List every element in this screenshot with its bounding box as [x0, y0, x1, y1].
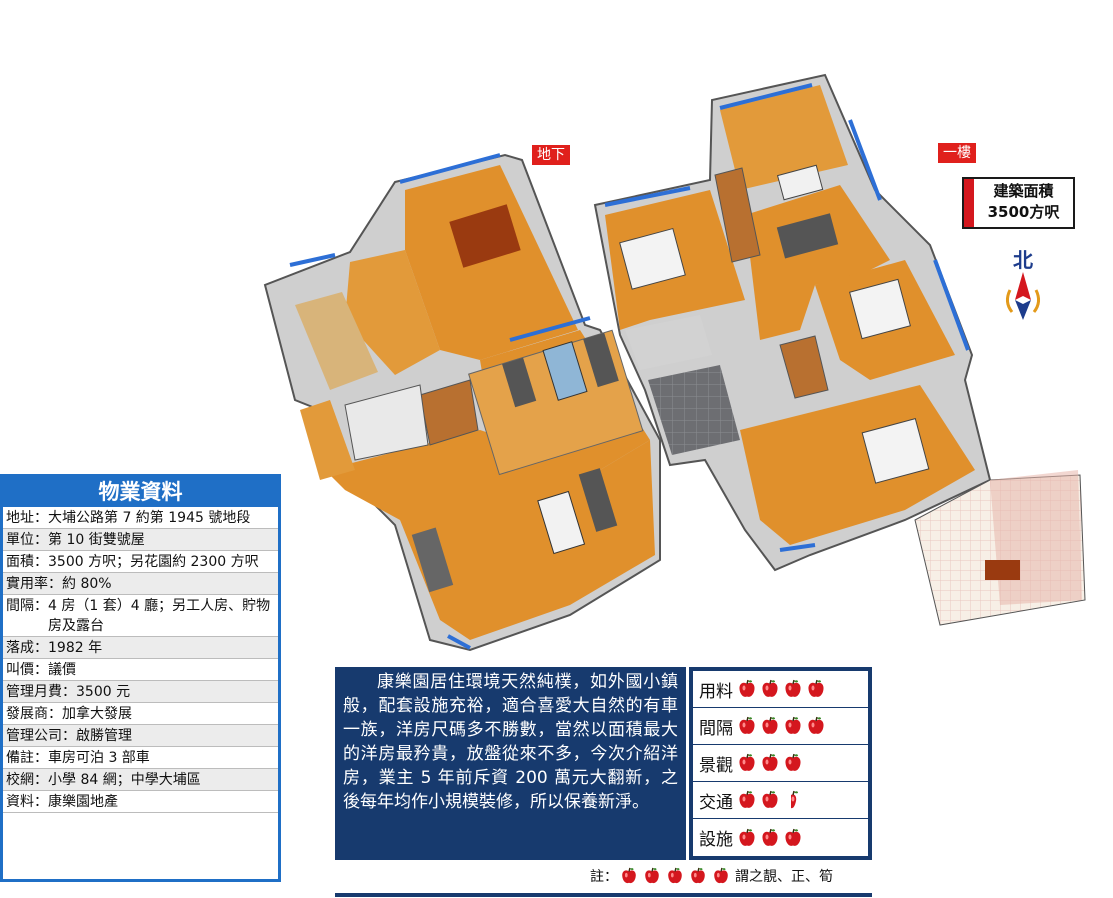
property-row: 地址：大埔公路第 7 約第 1945 號地段 [3, 507, 278, 529]
property-row-key: 間隔： [6, 598, 48, 614]
property-row: 面積：3500 方呎；另花園約 2300 方呎 [3, 551, 278, 573]
north-label: 北 [1013, 248, 1033, 272]
first-floor-plan [593, 73, 1086, 626]
ratings-panel: 用料間隔景觀交通設施 [689, 667, 872, 860]
apple-icon [691, 867, 705, 884]
property-row-key: 實用率： [6, 576, 62, 592]
apple-icon [622, 867, 636, 884]
rating-label: 交通 [699, 792, 733, 813]
rating-row: 用料 [693, 671, 868, 708]
rating-note: 註： 謂之靚、正、筍 [590, 866, 833, 886]
rating-apples [737, 716, 829, 736]
apple-icon [808, 679, 824, 697]
property-row: 管理月費：3500 元 [3, 681, 278, 703]
apple-icon [762, 790, 778, 808]
rating-apples [737, 753, 806, 773]
rating-label: 間隔 [699, 718, 733, 739]
apple-icon [785, 679, 801, 697]
property-row: 間隔：4 房（1 套）4 廳；另工人房、貯物房及露台 [3, 595, 278, 637]
rating-label: 用料 [699, 681, 733, 702]
property-row: 實用率：約 80% [3, 573, 278, 595]
rating-apples [737, 679, 829, 699]
rating-row: 間隔 [693, 708, 868, 745]
compass-arrow-icon [1005, 272, 1041, 320]
property-row-key: 叫價： [6, 662, 48, 678]
property-row-value: 第 10 街雙號屋 [48, 532, 145, 548]
description-panel: 康樂園居住環境天然純樸，如外國小鎮般，配套設施充裕，適合喜愛大自然的有車一族，洋… [335, 667, 686, 860]
north-compass: 北 [1000, 244, 1046, 324]
apple-icon [762, 753, 778, 771]
apple-icon [762, 828, 778, 846]
property-row-value: 加拿大發展 [62, 706, 132, 722]
apple-icon [791, 790, 798, 809]
property-row-value: 議價 [48, 662, 76, 678]
property-row-value: 啟勝管理 [76, 728, 132, 744]
apple-icon [762, 679, 778, 697]
rating-note-prefix: 註： [590, 869, 618, 885]
property-row-key: 單位： [6, 532, 48, 548]
apple-icon [668, 867, 682, 884]
property-row-value: 1982 年 [48, 640, 103, 656]
property-row: 落成：1982 年 [3, 637, 278, 659]
property-row: 備註：車房可泊 3 部車 [3, 747, 278, 769]
property-row: 校網：小學 84 網；中學大埔區 [3, 769, 278, 791]
rating-row: 設施 [693, 819, 868, 856]
property-row: 發展商：加拿大發展 [3, 703, 278, 725]
area-box-accent [964, 179, 974, 227]
apple-icon [739, 753, 755, 771]
rating-apples [737, 790, 806, 810]
apple-icon [785, 716, 801, 734]
property-row-key: 發展商： [6, 706, 62, 722]
property-row: 叫價：議價 [3, 659, 278, 681]
property-row-value: 大埔公路第 7 約第 1945 號地段 [48, 510, 251, 526]
rating-note-apples [620, 867, 735, 885]
property-row-key: 管理公司： [6, 728, 76, 744]
property-row-value: 小學 84 網；中學大埔區 [48, 772, 201, 788]
apple-icon [785, 753, 801, 771]
property-row-value: 約 80% [62, 576, 112, 592]
property-row: 資料：康樂園地產 [3, 791, 278, 813]
basement-plan [263, 153, 661, 652]
apple-icon [739, 679, 755, 697]
rating-label: 景觀 [699, 755, 733, 776]
property-info-title: 物業資料 [3, 477, 278, 507]
basement-label: 地下 [532, 145, 570, 165]
property-row-value: 4 房（1 套）4 廳；另工人房、貯物房及露台 [48, 598, 271, 634]
property-info-rows: 地址：大埔公路第 7 約第 1945 號地段單位：第 10 街雙號屋面積：350… [3, 507, 278, 813]
property-row-value: 3500 方呎；另花園約 2300 方呎 [48, 554, 259, 570]
apple-icon [785, 828, 801, 846]
floor-plan-illustration [263, 73, 1086, 652]
property-row: 單位：第 10 街雙號屋 [3, 529, 278, 551]
property-row-key: 落成： [6, 640, 48, 656]
apple-icon [739, 716, 755, 734]
property-row-key: 備註： [6, 750, 48, 766]
apple-icon [714, 867, 728, 884]
property-row-key: 校網： [6, 772, 48, 788]
apple-icon [808, 716, 824, 734]
rating-row: 景觀 [693, 745, 868, 782]
rating-row: 交通 [693, 782, 868, 819]
bottom-rule [335, 893, 872, 897]
first-floor-label: 一樓 [938, 143, 976, 163]
apple-icon [762, 716, 778, 734]
apple-icon [739, 828, 755, 846]
apple-icon [645, 867, 659, 884]
property-row-value: 車房可泊 3 部車 [48, 750, 150, 766]
apple-icon [739, 790, 755, 808]
rating-apples [737, 828, 806, 848]
property-row-value: 3500 元 [76, 684, 131, 700]
property-row-value: 康樂園地產 [48, 794, 118, 810]
rating-label: 設施 [699, 830, 733, 850]
property-row-key: 管理月費： [6, 684, 76, 700]
floor-area-box: 建築面積 3500方呎 [962, 177, 1075, 229]
area-box-value: 3500方呎 [987, 203, 1060, 221]
property-row-key: 資料： [6, 794, 48, 810]
area-box-title: 建築面積 [993, 182, 1054, 200]
rating-note-suffix: 謂之靚、正、筍 [735, 869, 833, 885]
property-row: 管理公司：啟勝管理 [3, 725, 278, 747]
property-row-key: 地址： [6, 510, 48, 526]
property-row-key: 面積： [6, 554, 48, 570]
property-info-box: 物業資料 地址：大埔公路第 7 約第 1945 號地段單位：第 10 街雙號屋面… [0, 474, 281, 882]
